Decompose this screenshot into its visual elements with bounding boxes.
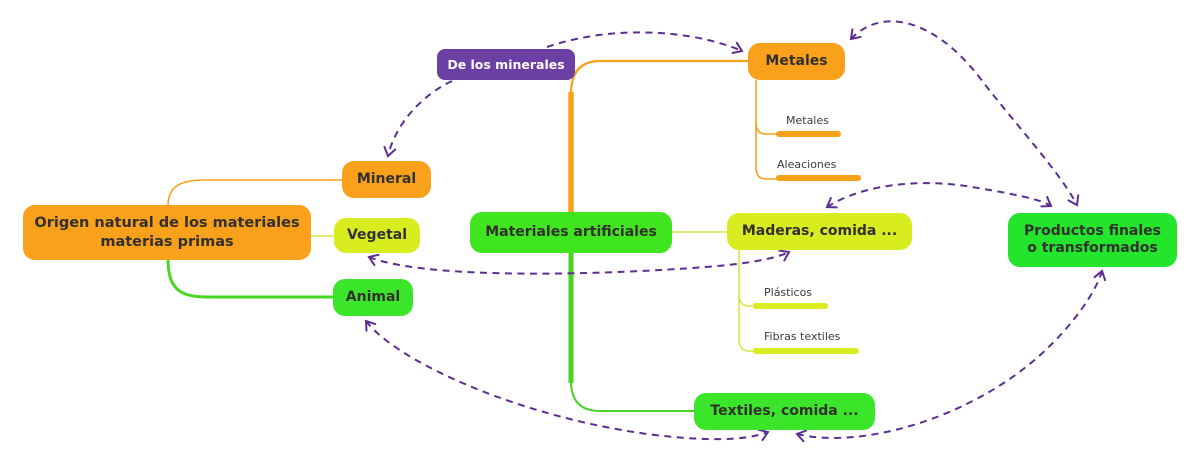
relation-label-to-metales bbox=[546, 31, 744, 54]
branch-origen-mineral bbox=[167, 179, 342, 207]
underline-plasticos bbox=[753, 303, 828, 309]
relation-label-to-mineral bbox=[383, 80, 453, 158]
relation-metales-productos bbox=[849, 20, 1080, 207]
relation-textiles-productos bbox=[795, 269, 1107, 443]
node-animal[interactable]: Animal bbox=[333, 279, 413, 316]
branch-metales-aleaciones bbox=[755, 80, 777, 180]
underline-aleaciones bbox=[776, 175, 861, 181]
branch-maderas-plasticos bbox=[738, 293, 754, 307]
branch-materiales-textiles bbox=[570, 380, 694, 412]
node-origen-natural[interactable]: Origen natural de los materiales materia… bbox=[23, 205, 311, 260]
node-mineral[interactable]: Mineral bbox=[342, 161, 431, 198]
subnode-aleaciones[interactable]: Aleaciones bbox=[777, 158, 837, 171]
subnode-plasticos[interactable]: Plásticos bbox=[764, 286, 813, 299]
node-vegetal[interactable]: Vegetal bbox=[334, 218, 420, 253]
underline-metales-sub bbox=[776, 131, 841, 137]
relation-animal-textiles bbox=[364, 319, 770, 442]
relation-vegetal-maderas bbox=[367, 249, 791, 275]
relation-maderas-productos bbox=[825, 182, 1053, 209]
subnode-fibras-textiles[interactable]: Fibras textiles bbox=[764, 330, 841, 343]
node-materiales-artificiales[interactable]: Materiales artificiales bbox=[470, 212, 672, 253]
underline-fibras-textiles bbox=[753, 348, 859, 354]
node-metales[interactable]: Metales bbox=[748, 43, 845, 80]
node-productos-finales[interactable]: Productos finales o transformados bbox=[1008, 213, 1177, 267]
branch-metales-metales-sub bbox=[755, 121, 777, 135]
branch-materiales-metales bbox=[569, 59, 748, 95]
branch-origen-animal bbox=[166, 258, 333, 299]
node-textiles-comida[interactable]: Textiles, comida ... bbox=[694, 393, 875, 430]
subnode-metales[interactable]: Metales bbox=[786, 114, 829, 127]
node-maderas-comida[interactable]: Maderas, comida ... bbox=[727, 213, 912, 250]
branch-maderas-fibras bbox=[738, 250, 754, 352]
relation-label-de-los-minerales[interactable]: De los minerales bbox=[437, 49, 575, 80]
